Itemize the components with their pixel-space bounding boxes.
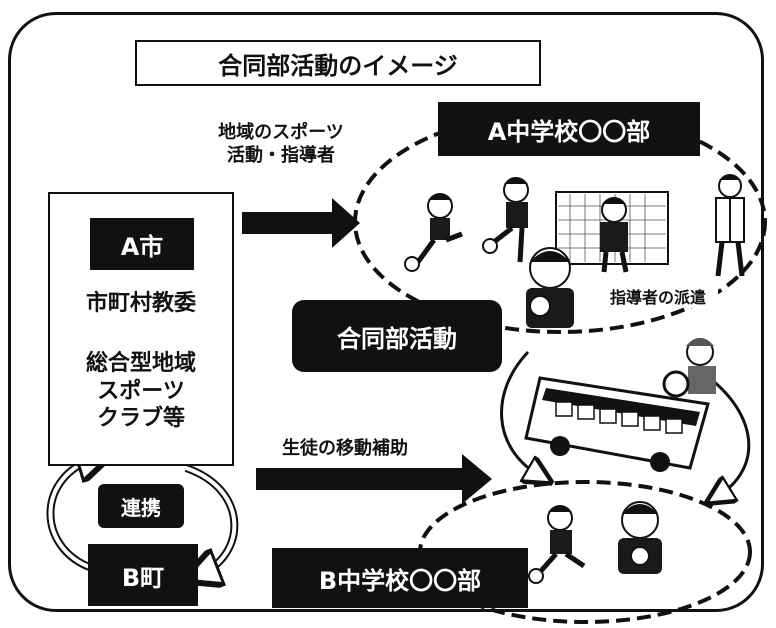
city-a-box: A市 bbox=[90, 218, 194, 270]
sports-arrow bbox=[242, 198, 360, 248]
sports-club-label: 総合型地域 スポーツ クラブ等 bbox=[52, 350, 230, 433]
bus-icon bbox=[524, 376, 710, 472]
sports-club-line3: クラブ等 bbox=[96, 406, 185, 431]
soccer-player-icon bbox=[526, 247, 574, 328]
town-b-box: B町 bbox=[88, 544, 198, 606]
student-transport-label: 生徒の移動補助 bbox=[282, 438, 408, 459]
soccer-player-icon bbox=[482, 177, 529, 263]
school-b-box: B中学校〇〇部 bbox=[272, 548, 528, 608]
cooperation-box: 連携 bbox=[98, 484, 184, 528]
bus-driver-icon bbox=[662, 338, 716, 398]
coach-icon bbox=[715, 174, 745, 277]
local-sports-line1: 地域のスポーツ bbox=[218, 122, 344, 143]
diagram-frame bbox=[8, 12, 764, 612]
sports-club-line1: 総合型地域 bbox=[85, 351, 196, 376]
board-of-education-label: 市町村教委 bbox=[85, 291, 196, 316]
soccer-player-icon bbox=[404, 193, 463, 272]
soccer-player-icon bbox=[618, 501, 662, 574]
diagram-title: 合同部活動のイメージ bbox=[135, 40, 541, 86]
goalkeeper-icon bbox=[600, 197, 629, 273]
sports-club-line2: スポーツ bbox=[97, 378, 185, 404]
transport-arrow bbox=[256, 454, 492, 504]
school-a-box: A中学校〇〇部 bbox=[438, 102, 700, 156]
local-sports-label: 地域のスポーツ 活動・指導者 bbox=[176, 122, 386, 167]
bus-curve-right bbox=[712, 378, 751, 496]
bus-curve-left bbox=[500, 350, 540, 476]
soccer-player-icon bbox=[528, 505, 586, 584]
joint-activity-box: 合同部活動 bbox=[292, 300, 502, 372]
instructor-dispatch-label: 指導者の派遣 bbox=[598, 288, 718, 308]
local-sports-line2: 活動・指導者 bbox=[227, 144, 335, 166]
